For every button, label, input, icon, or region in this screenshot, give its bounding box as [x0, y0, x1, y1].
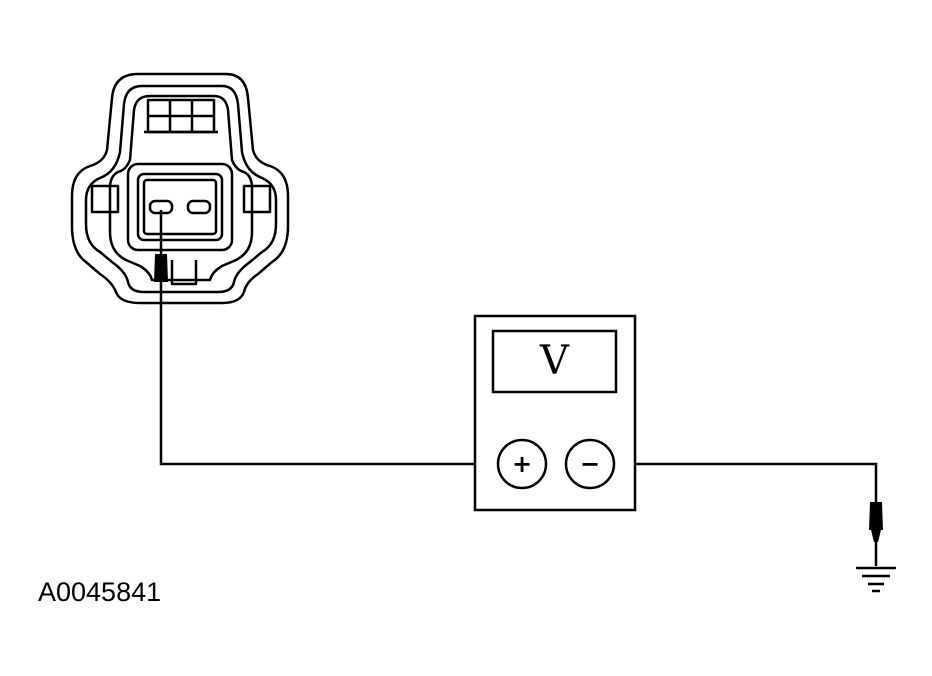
ground-symbol-icon: [856, 502, 896, 593]
meter-display-unit: V: [539, 338, 570, 384]
voltmeter-icon: V + −: [473, 314, 637, 512]
figure-id-label: A0045841: [38, 577, 161, 607]
back-probe-icon: [154, 210, 168, 282]
positive-terminal: [496, 438, 548, 490]
test-lead-wires: [159, 282, 878, 502]
negative-terminal-sign: −: [580, 450, 600, 478]
negative-terminal: [564, 438, 616, 490]
meter-display: [491, 329, 618, 394]
two-pin-connector-icon: [70, 72, 290, 305]
positive-terminal-sign: +: [512, 450, 532, 478]
